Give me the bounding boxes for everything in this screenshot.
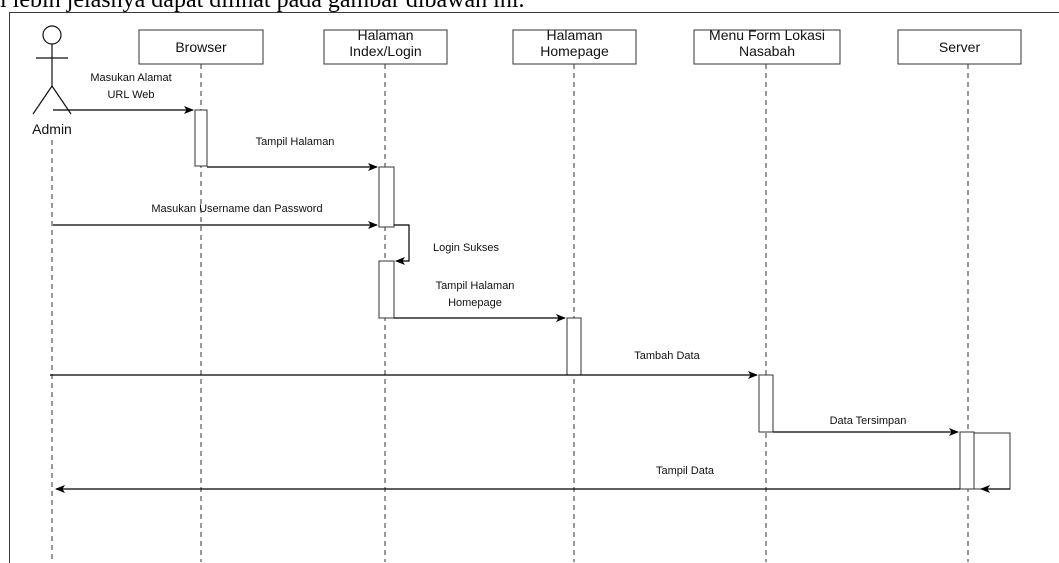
- participant-box-form: [693, 29, 841, 65]
- message-arrow-4: [394, 224, 410, 265]
- page-caption: l lebih jelasnya dapat dilihat pada gamb…: [0, 0, 525, 13]
- participant-label-server: Server: [939, 39, 981, 55]
- activation-form: [758, 374, 774, 433]
- actor-head: [42, 25, 62, 45]
- participant-box-browser: [138, 29, 264, 65]
- activation-homepage: [566, 317, 582, 376]
- participant-label-browser: Browser: [175, 39, 227, 55]
- activation-server-2: [972, 432, 1011, 490]
- actor-label: Admin: [32, 121, 72, 137]
- message-label-4: Login Sukses: [433, 242, 500, 254]
- message-label-2: Tampil Halaman: [256, 136, 335, 148]
- participant-box-login: [323, 29, 448, 65]
- actor-leg-left: [32, 85, 53, 115]
- activation-login-1: [378, 166, 395, 228]
- diagram-frame: [9, 12, 1059, 563]
- activation-server-front: [959, 431, 975, 490]
- message-label-6: Tambah Data: [634, 350, 700, 362]
- participant-box-server: [897, 29, 1022, 65]
- message-label-7: Data Tersimpan: [830, 415, 907, 427]
- message-label-3: Masukan Username dan Password: [151, 203, 322, 215]
- activation-browser: [194, 109, 208, 167]
- message-label-8: Tampil Data: [656, 465, 715, 477]
- participant-box-homepage: [512, 29, 637, 65]
- activation-login-2: [378, 260, 395, 319]
- actor-leg-right: [51, 85, 72, 115]
